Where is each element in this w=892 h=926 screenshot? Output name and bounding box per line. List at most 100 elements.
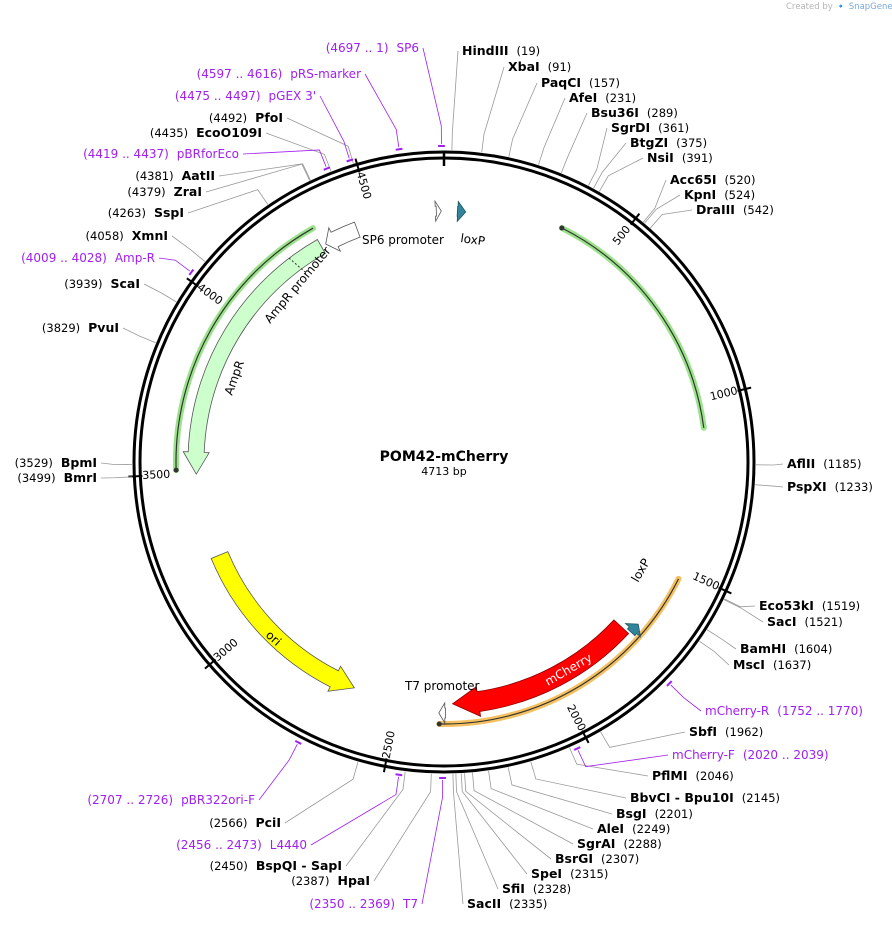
loxp-feature-top[interactable]: [457, 201, 466, 221]
restriction-site-label[interactable]: SfiI(2328): [502, 881, 571, 896]
restriction-site-label[interactable]: (2387)HpaI: [291, 873, 370, 888]
restriction-site-label[interactable]: SbfI(1962): [689, 724, 763, 739]
primer-leader-line: [365, 74, 399, 147]
restriction-site-label[interactable]: HindIII(19): [462, 43, 540, 58]
site-leader-line: [465, 773, 551, 859]
site-leader-line: [453, 774, 463, 904]
site-leader-line: [755, 485, 783, 487]
restriction-site-label[interactable]: AflII(1185): [787, 456, 862, 471]
primer-label[interactable]: (4419 .. 4437)pBRforEco: [83, 147, 239, 161]
restriction-site-label[interactable]: SacI(1521): [767, 614, 843, 629]
site-leader-line: [489, 771, 593, 829]
primer-leader-line: [311, 777, 399, 845]
plasmid-name: POM42-mCherry: [380, 449, 509, 465]
site-leader-line: [123, 328, 156, 343]
site-leader-line: [707, 630, 736, 649]
restriction-site-label[interactable]: SpeI(2315): [531, 866, 608, 881]
site-leader-line: [643, 180, 666, 222]
tick-label: 3000: [211, 636, 241, 664]
restriction-site-label[interactable]: (3529)BpmI: [15, 455, 97, 470]
site-leader-line: [601, 732, 685, 748]
site-leader-line: [482, 67, 504, 152]
tick-label: 500: [610, 223, 633, 248]
restriction-site-label[interactable]: (4058)XmnI: [86, 228, 168, 243]
site-leader-line: [645, 195, 680, 223]
restriction-site-label[interactable]: XbaI(91): [508, 59, 571, 74]
restriction-site-label[interactable]: Acc65I(520): [670, 172, 755, 187]
primer-mark: [574, 747, 580, 750]
primer-label[interactable]: (4475 .. 4497)pGEX 3': [175, 89, 316, 103]
restriction-site-label[interactable]: (3829)PvuI: [42, 320, 119, 335]
primer-label[interactable]: (4009 .. 4028)Amp-R: [21, 251, 155, 265]
restriction-site-label[interactable]: (4263)SspI: [108, 205, 184, 220]
restriction-site-label[interactable]: (2450)BspQI - SapI: [210, 858, 342, 873]
site-leader-line: [531, 762, 626, 798]
primer-leader-line: [243, 150, 326, 167]
restriction-site-label[interactable]: AleI(2249): [597, 821, 670, 836]
restriction-site-label[interactable]: BtgZI(375): [630, 135, 707, 150]
credit-brand: SnapGene: [849, 2, 892, 12]
restriction-site-label[interactable]: (4379)ZraI: [127, 184, 202, 199]
primer-label[interactable]: (2707 .. 2726)pBR322ori-F: [87, 793, 255, 807]
restriction-site-label[interactable]: PaqCI(157): [541, 75, 620, 90]
tick-label: 3500: [142, 468, 171, 482]
site-leader-line: [539, 98, 565, 165]
site-leader-line: [588, 128, 607, 185]
ori-feature[interactable]: [211, 552, 354, 692]
restriction-site-label[interactable]: (3939)ScaI: [64, 276, 140, 291]
primer-label[interactable]: (2350 .. 2369)T7: [309, 897, 418, 911]
restriction-site-label[interactable]: NsiI(391): [647, 150, 713, 165]
t7-promoter-feature[interactable]: [439, 703, 446, 723]
site-leader-line: [724, 599, 755, 607]
label-sp6-promoter: SP6 promoter: [362, 233, 444, 247]
restriction-site-label[interactable]: (2566)PciI: [209, 815, 281, 830]
green-highlight-right: [562, 228, 704, 428]
snapgene-logo-icon: 🔹: [835, 2, 846, 12]
site-leader-line: [599, 158, 643, 191]
primer-leader-line: [423, 48, 441, 144]
site-leader-line: [699, 641, 729, 665]
restriction-site-label[interactable]: KpnI(524): [684, 187, 755, 202]
restriction-site-label[interactable]: PspXI(1233): [787, 479, 873, 494]
restriction-site-label[interactable]: SgrDI(361): [611, 120, 689, 135]
tick-label: 4500: [354, 170, 374, 201]
restriction-site-label[interactable]: BamHI(1604): [740, 641, 832, 656]
restriction-site-label[interactable]: (4492)PfoI: [209, 110, 283, 125]
restriction-site-label[interactable]: PflMI(2046): [652, 768, 734, 783]
tick-label: 2000: [564, 702, 588, 733]
restriction-site-label[interactable]: Bsu36I(289): [591, 105, 678, 120]
ampr-highlight-end: [174, 468, 179, 473]
label-ampr: AmpR: [222, 359, 247, 397]
restriction-site-label[interactable]: MscI(1637): [733, 657, 811, 672]
restriction-site-label[interactable]: SgrAI(2288): [577, 836, 662, 851]
site-leader-line: [724, 600, 763, 622]
primer-label[interactable]: mCherry-R(1752 .. 1770): [705, 704, 863, 718]
restriction-site-label[interactable]: BsgI(2201): [616, 806, 693, 821]
primer-label[interactable]: (4597 .. 4616)pRS-marker: [197, 67, 361, 81]
restriction-site-label[interactable]: DraIII(542): [696, 202, 774, 217]
primer-label[interactable]: (4697 .. 1)SP6: [326, 41, 419, 55]
site-leader-line: [172, 236, 205, 262]
restriction-site-label[interactable]: SacII(2335): [467, 896, 547, 911]
ampr-promoter-feature[interactable]: [326, 222, 360, 251]
primer-leader-line: [320, 96, 349, 158]
restriction-site-label[interactable]: Eco53kI(1519): [759, 598, 860, 613]
site-leader-line: [509, 83, 537, 157]
primer-leader-line: [259, 744, 297, 800]
restriction-site-label[interactable]: BbvCI - Bpu10I(2145): [630, 790, 780, 805]
snapgene-credit: Created by 🔹 SnapGene: [786, 2, 892, 12]
primer-leader-line: [671, 685, 701, 711]
primer-label[interactable]: mCherry-F(2020 .. 2039): [672, 748, 829, 762]
restriction-site-label[interactable]: (4435)EcoO109I: [150, 125, 262, 140]
restriction-site-label[interactable]: AfeI(231): [569, 90, 636, 105]
tick-label: 1500: [691, 570, 722, 593]
sp6-promoter-feature[interactable]: [435, 201, 441, 221]
restriction-site-label[interactable]: BsrGI(2307): [555, 851, 639, 866]
label-loxp-right: loxP: [628, 556, 652, 584]
tick-label: 4000: [195, 281, 225, 308]
site-leader-line: [756, 464, 783, 465]
restriction-site-label[interactable]: (3499)BmrI: [17, 470, 97, 485]
restriction-site-label[interactable]: (4381)AatII: [135, 168, 215, 183]
primer-label[interactable]: (2456 .. 2473)L4440: [176, 838, 307, 852]
